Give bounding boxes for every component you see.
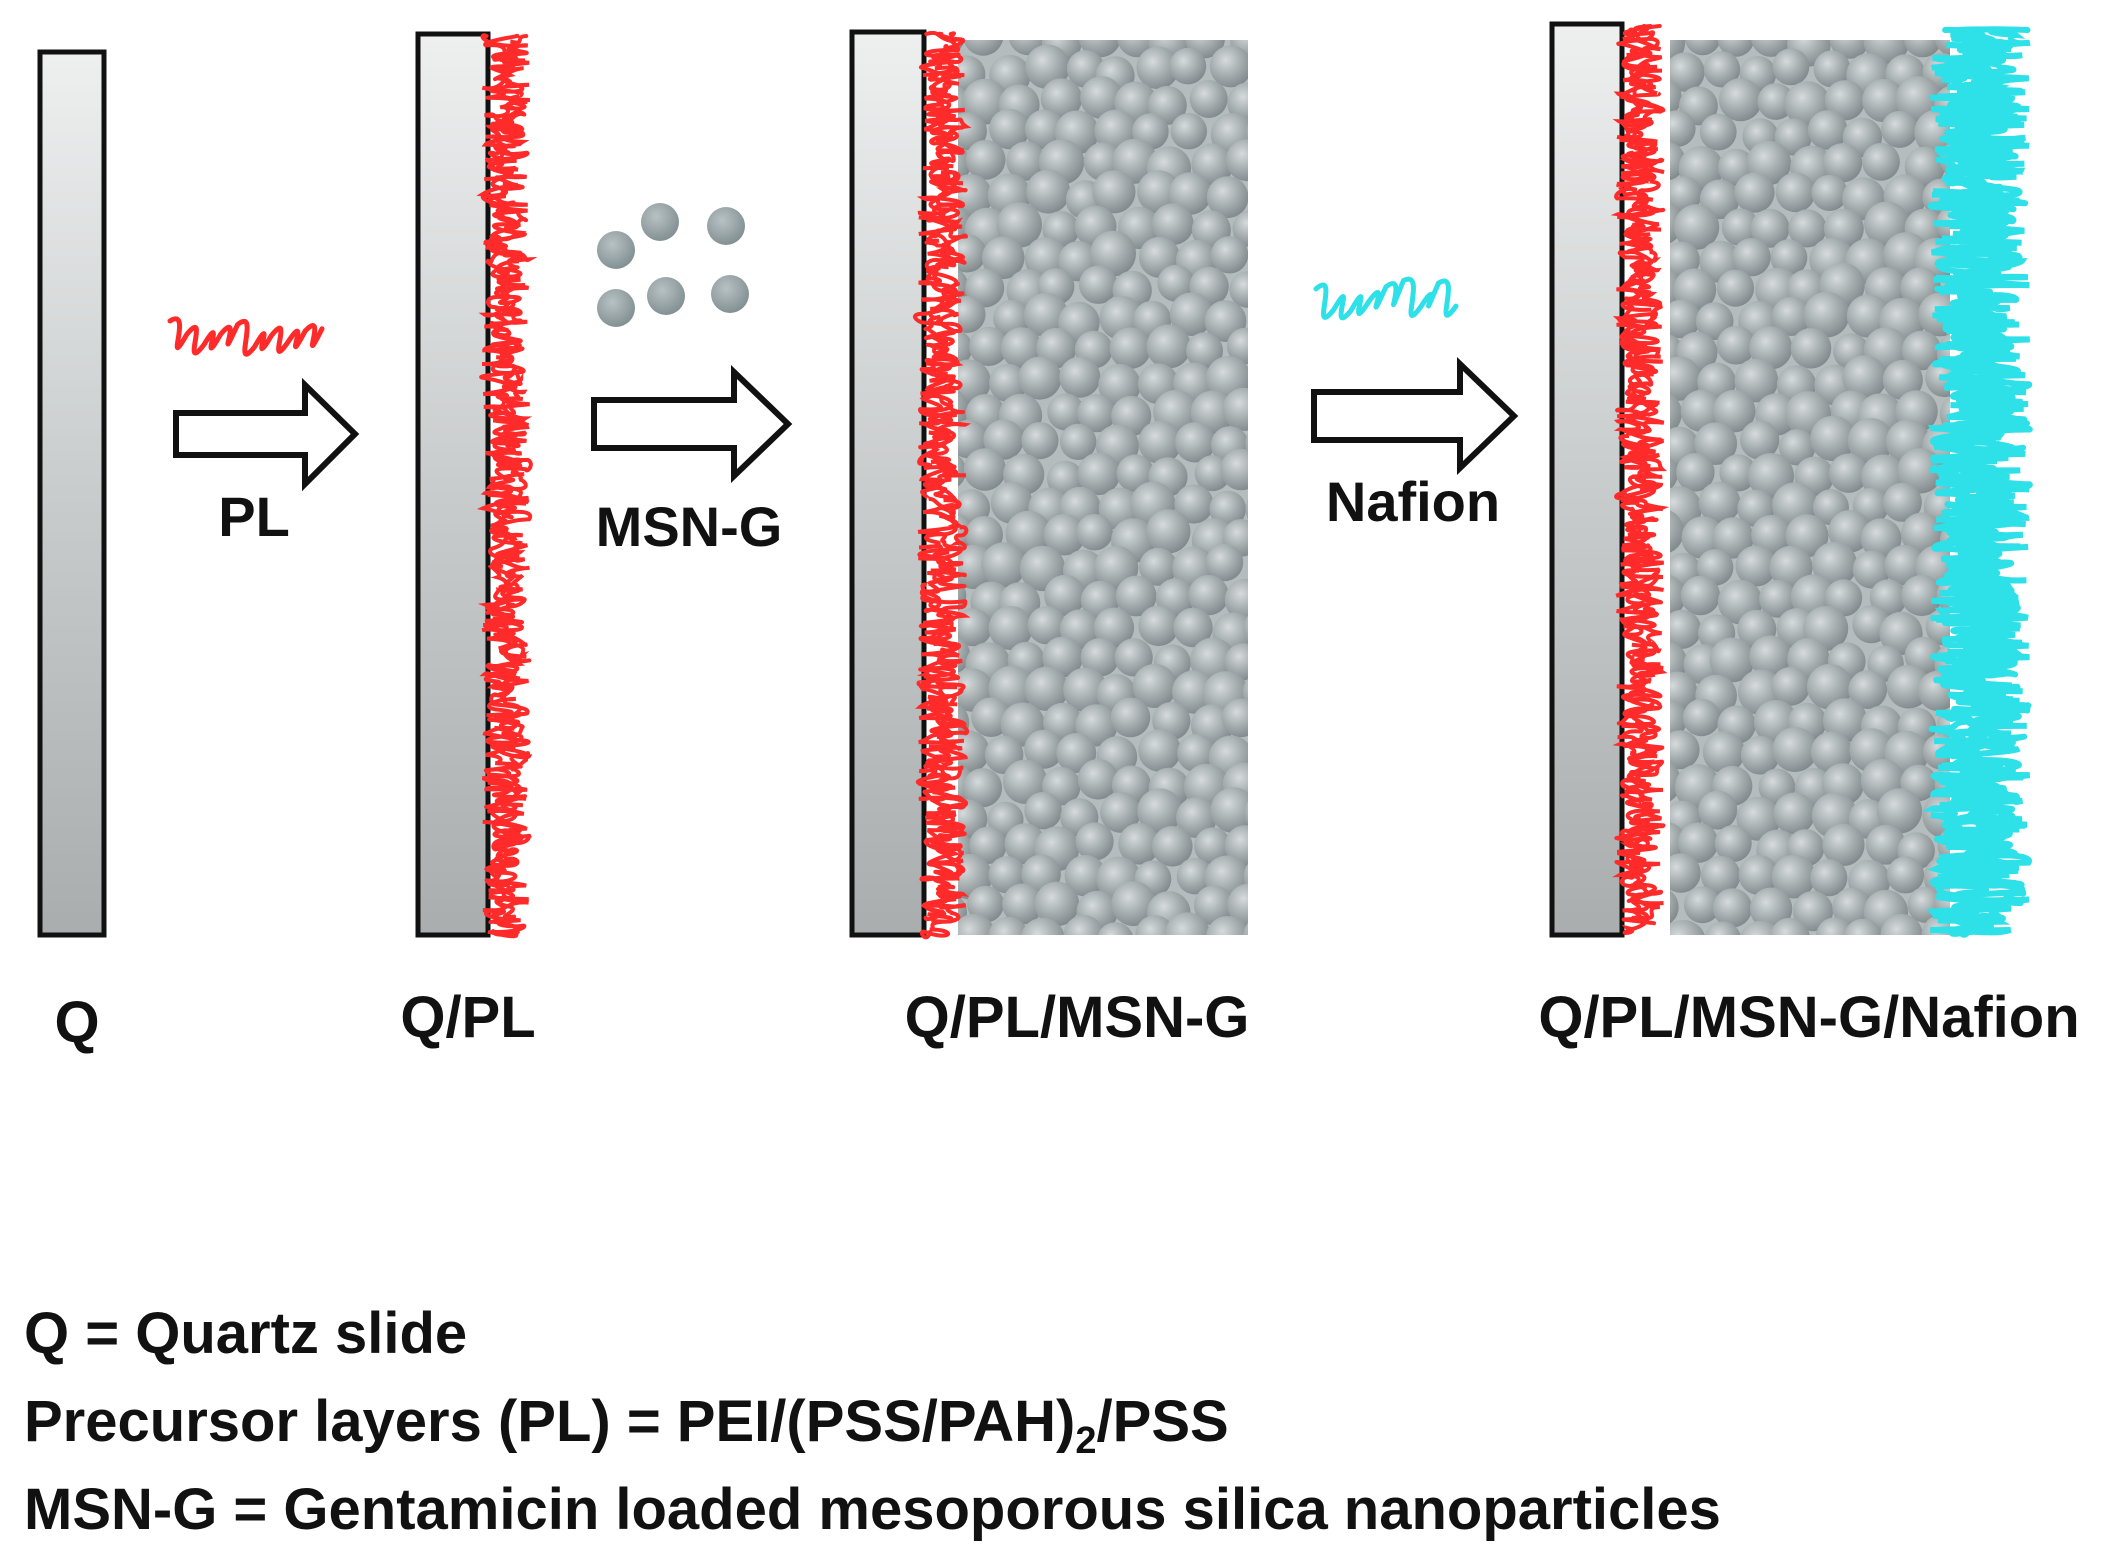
legend-pl-subscript: 2: [1075, 1420, 1097, 1462]
legend-pl-suffix: /PSS: [1096, 1389, 1229, 1454]
legend-pl-prefix: Precursor layers (PL) = PEI/(PSS/PAH): [24, 1389, 1076, 1454]
quartz-slide-q: [37, 49, 107, 938]
msn-dots-icon: [597, 203, 749, 327]
layer-assembly-diagram: PL MSN-G Nafion Q Q/PL Q/PL/MSN-G Q/PL/M…: [37, 21, 2080, 1055]
quartz-slide-q-pl-msn-nafion: [1549, 21, 1625, 938]
polymer-layer-4: [1610, 24, 1670, 936]
legend-precursor-layers: Precursor layers (PL) = PEI/(PSS/PAH)2/P…: [24, 1378, 2104, 1466]
legend-quartz: Q = Quartz slide: [24, 1290, 2104, 1378]
quartz-slide-q-pl: [415, 31, 491, 938]
legend-quartz-text: Q = Quartz slide: [24, 1301, 468, 1366]
nanoparticle-layer-3: [958, 40, 1248, 935]
arrow-nafion-shape: [1311, 356, 1519, 476]
nafion-layer-4: [1921, 26, 2033, 938]
nafion-coil-icon: [1313, 276, 1459, 321]
step-label-q-pl: Q/PL: [400, 985, 535, 1050]
arrow-nafion-label: Nafion: [1326, 470, 1500, 533]
legend-msn-text: MSN-G = Gentamicin loaded mesoporous sil…: [24, 1477, 1721, 1542]
polymer-layer-3: [913, 30, 972, 940]
step-label-q-pl-msn-nafion: Q/PL/MSN-G/Nafion: [1538, 985, 2079, 1050]
arrow-pl-shape: [173, 377, 360, 492]
arrow-pl: PL: [167, 316, 360, 548]
legend-msn-g: MSN-G = Gentamicin loaded mesoporous sil…: [24, 1466, 2104, 1554]
step-label-q: Q: [54, 990, 99, 1055]
quartz-slide-q-pl-msn: [849, 29, 927, 938]
nanoparticle-layer-4: [1670, 40, 1950, 935]
arrow-msn-g: MSN-G: [591, 203, 793, 558]
legend: Q = Quartz slide Precursor layers (PL) =…: [24, 1290, 2104, 1554]
pl-coil-icon: [167, 316, 325, 357]
polymer-layer-2: [476, 33, 538, 939]
arrow-msn-g-label: MSN-G: [596, 495, 783, 558]
arrow-msn-g-shape: [591, 364, 793, 484]
arrow-pl-label: PL: [218, 485, 290, 548]
step-label-q-pl-msn: Q/PL/MSN-G: [905, 985, 1250, 1050]
arrow-nafion: Nafion: [1311, 276, 1519, 533]
